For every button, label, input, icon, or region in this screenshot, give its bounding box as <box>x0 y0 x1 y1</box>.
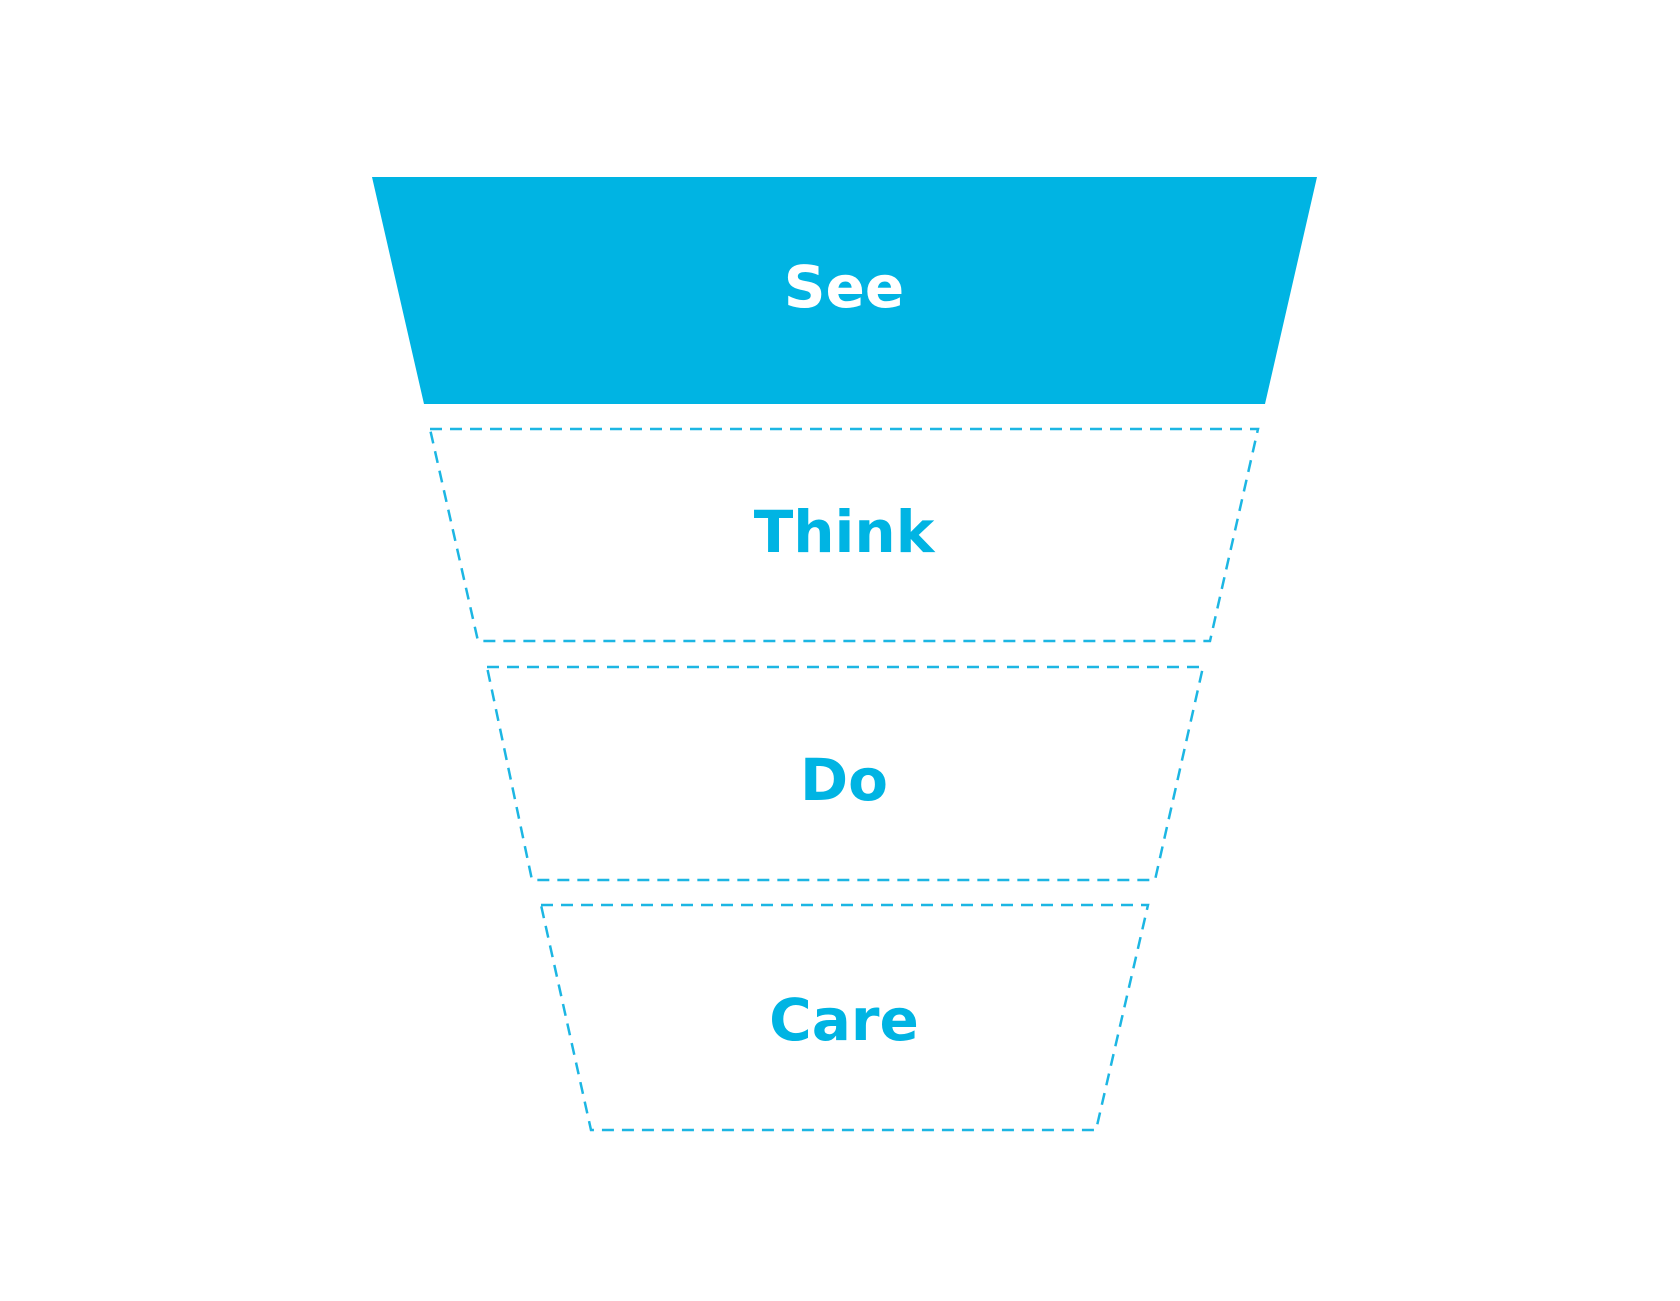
funnel-stage-do-shape <box>485 665 1205 882</box>
funnel-stage-care-shape <box>539 903 1150 1132</box>
funnel-stage-see-label: See <box>784 253 904 321</box>
funnel-stage-do: Do <box>485 665 1205 882</box>
funnel-stage-see: See <box>372 177 1317 404</box>
funnel-stage-care-label: Care <box>769 986 919 1054</box>
funnel-stage-think-shape <box>428 427 1260 643</box>
funnel-stage-do-label: Do <box>800 746 888 814</box>
funnel-stage-think-label: Think <box>754 498 936 566</box>
funnel-stage-think: Think <box>428 427 1260 643</box>
funnel-stage-care: Care <box>539 903 1150 1132</box>
funnel-stage-see-shape <box>372 177 1317 404</box>
